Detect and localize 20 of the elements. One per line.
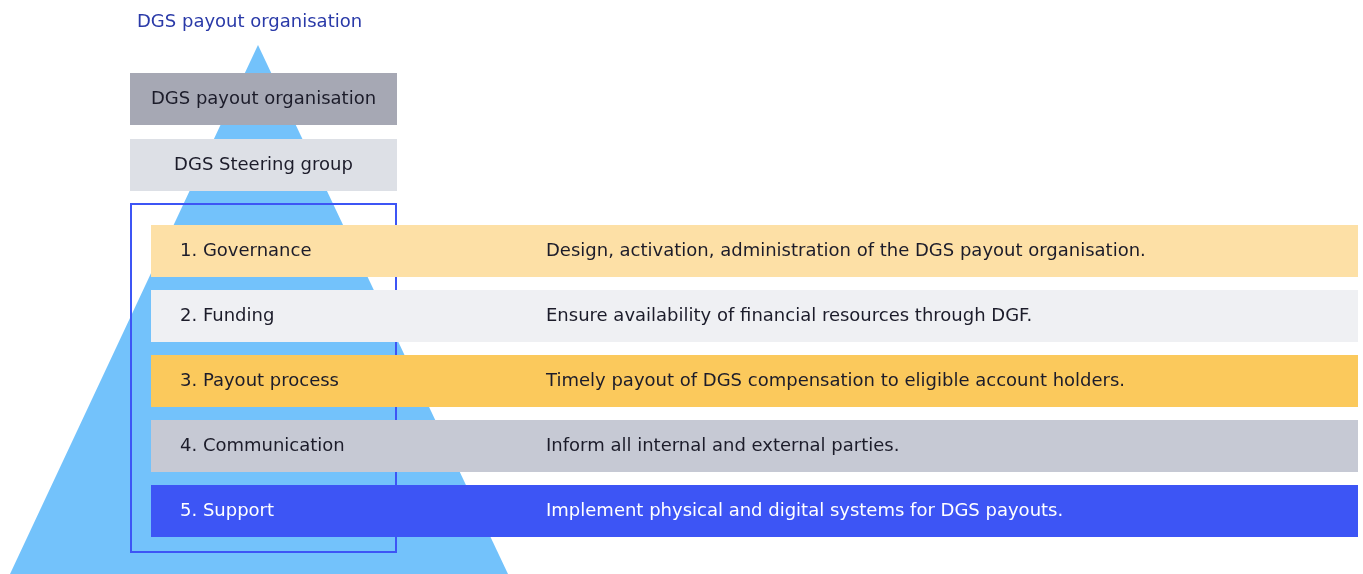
diagram-title: DGS payout organisation — [137, 10, 363, 31]
box-label: DGS Steering group — [173, 153, 354, 174]
heading-name: 5. Support — [180, 499, 275, 520]
description-text: Inform all internal and external parties. — [546, 434, 900, 455]
description-text: Design, activation, administration of the DGS payout organisation. — [546, 239, 1146, 260]
box-label: DGS payout organisation — [149, 87, 378, 108]
function-band — [151, 420, 1358, 472]
function-band — [151, 225, 1358, 277]
function-band — [151, 290, 1358, 342]
heading-name: 4. Communication — [180, 434, 345, 455]
heading-name: 1. Governance — [180, 239, 312, 260]
function-band — [151, 485, 1358, 537]
heading-name: 3. Payout process — [180, 369, 339, 390]
description-text: Timely payout of DGS compensation to eligible account holders. — [546, 369, 1126, 390]
description-text: Ensure availability of financial resources through DGF. — [546, 304, 1033, 325]
function-band — [151, 355, 1358, 407]
heading-name: 2. Funding — [180, 304, 275, 325]
description-text: Implement physical and digital systems for DGS payouts. — [546, 499, 1064, 520]
level-box — [130, 73, 397, 125]
level-box — [130, 139, 397, 191]
